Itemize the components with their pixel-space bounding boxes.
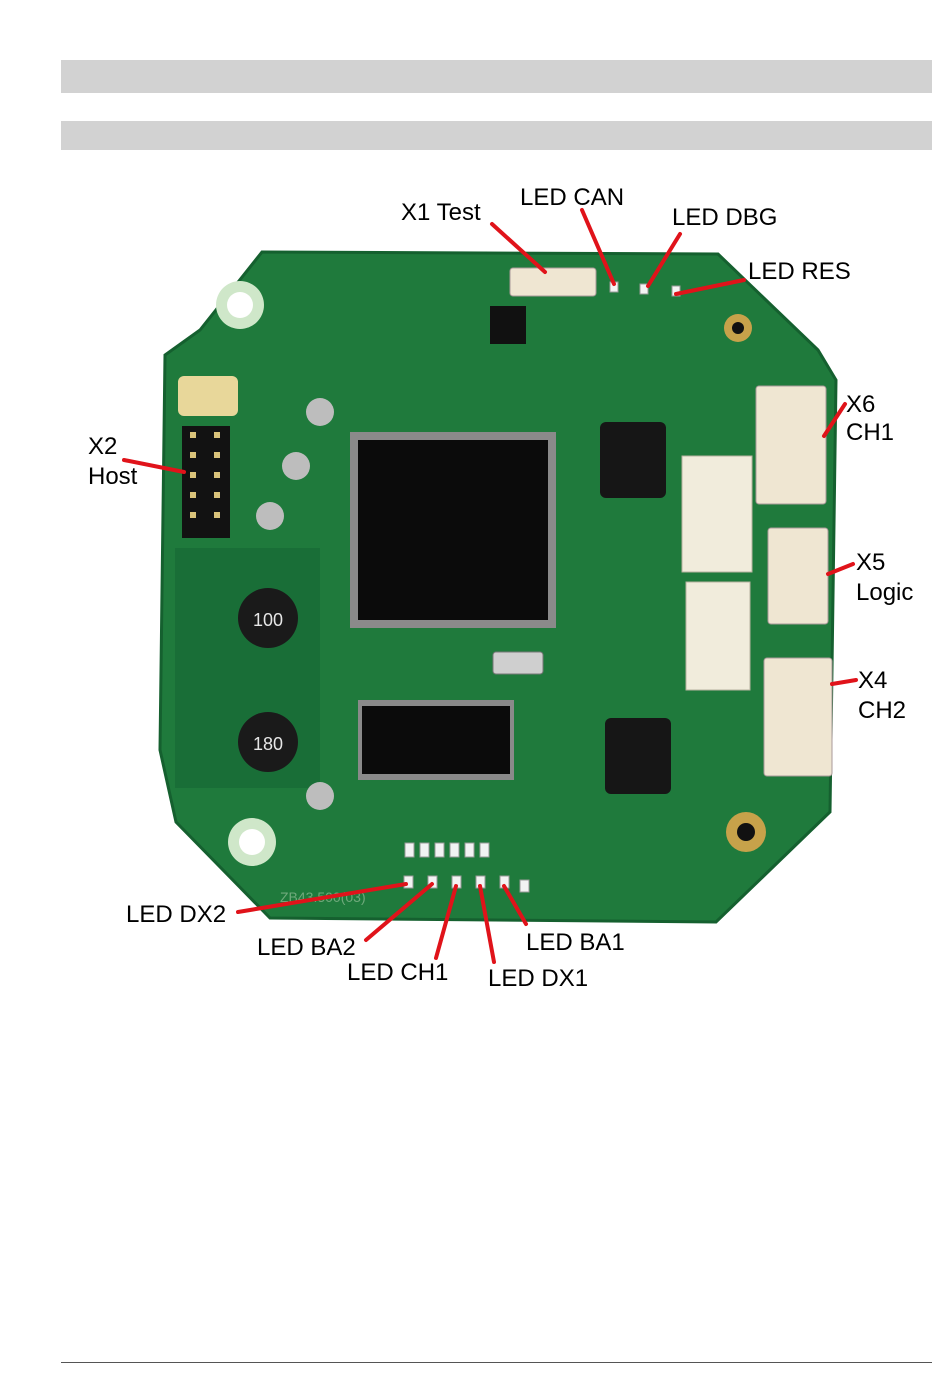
inductor-100: 100 — [238, 588, 298, 648]
capacitor-3 — [256, 502, 284, 530]
mounting-hole-bottom-right — [726, 812, 766, 852]
capacitor-4 — [306, 782, 334, 810]
svg-text:100: 100 — [253, 610, 283, 630]
label-x6: X6 — [846, 391, 875, 418]
label-led-dx1: LED DX1 — [488, 965, 588, 992]
connector-x6 — [756, 386, 826, 504]
footer-rule — [61, 1362, 932, 1363]
mounting-hole-top-right — [724, 314, 752, 342]
label-led-dbg: LED DBG — [672, 204, 777, 231]
label-x1-test: X1 Test — [401, 199, 481, 226]
leader-x4 — [832, 680, 856, 684]
connector-x2-pin-header — [182, 426, 230, 538]
label-led-res: LED RES — [748, 258, 851, 285]
label-led-ba2: LED BA2 — [257, 934, 356, 961]
label-x5-logic: Logic — [856, 579, 913, 606]
mounting-hole-bottom-left — [228, 818, 276, 866]
connector-x1 — [510, 268, 596, 296]
label-led-ch1: LED CH1 — [347, 959, 448, 986]
crystal-oscillator — [493, 652, 543, 674]
label-x2-host: Host — [88, 463, 138, 490]
label-led-ba1: LED BA1 — [526, 929, 625, 956]
relay-top — [682, 456, 752, 572]
label-led-dx2: LED DX2 — [126, 901, 226, 928]
label-x4-ch2: CH2 — [858, 697, 906, 724]
mounting-hole-top-left — [216, 281, 264, 329]
transformer-bottom — [605, 718, 671, 794]
relay-bottom — [686, 582, 750, 690]
transformer-top — [600, 422, 666, 498]
small-ic — [490, 306, 526, 344]
memory-chip — [358, 700, 514, 780]
capacitor-2 — [282, 452, 310, 480]
connector-x4 — [764, 658, 832, 776]
label-x5: X5 — [856, 549, 885, 576]
inductor-180: 180 — [238, 712, 298, 772]
label-x4: X4 — [858, 667, 887, 694]
connector-x5 — [768, 528, 828, 624]
fuse-component — [178, 376, 238, 416]
label-x2: X2 — [88, 433, 117, 460]
main-processor-chip — [350, 432, 556, 628]
label-led-can: LED CAN — [520, 184, 624, 211]
svg-text:180: 180 — [253, 734, 283, 754]
label-x6-ch1: CH1 — [846, 419, 894, 446]
capacitor-1 — [306, 398, 334, 426]
